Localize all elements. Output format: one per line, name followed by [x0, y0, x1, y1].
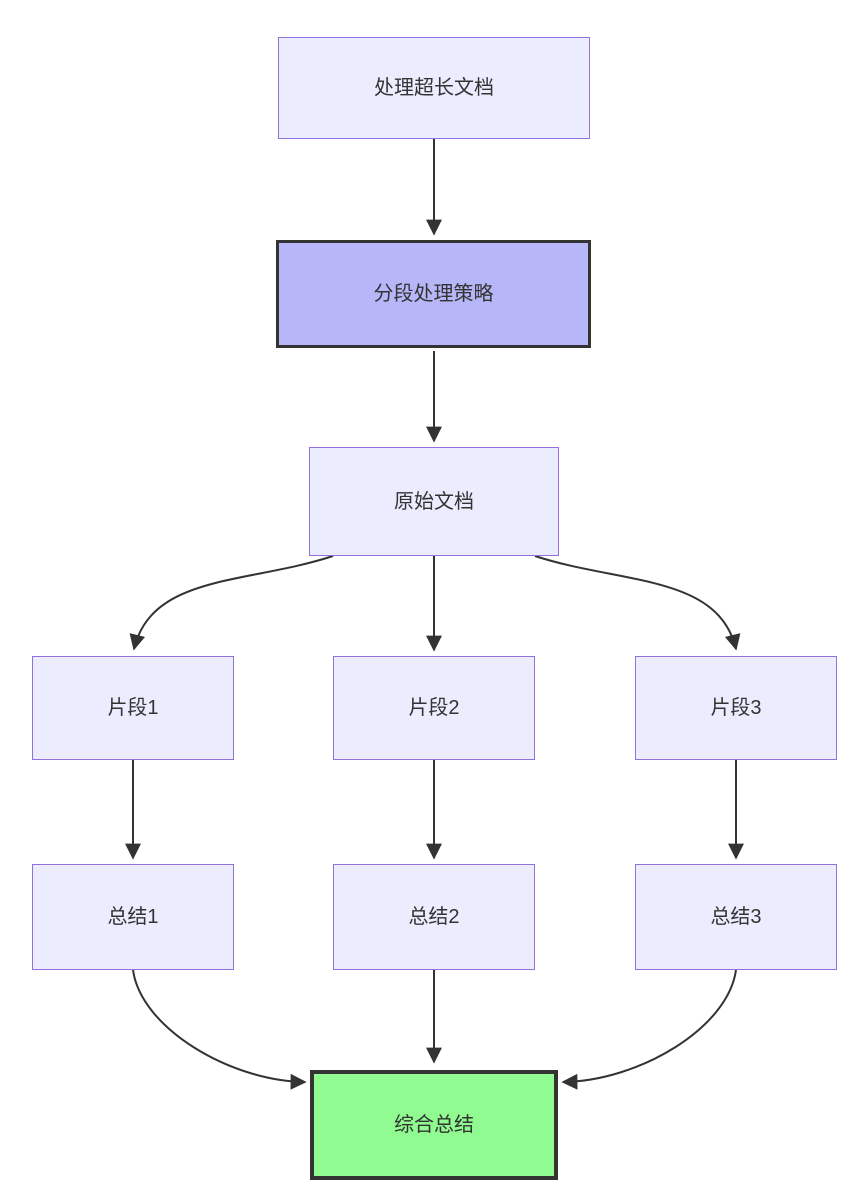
- node-label: 处理超长文档: [374, 77, 494, 99]
- node-combined-summary: 综合总结: [310, 1070, 558, 1180]
- edge-e3-f: [561, 969, 737, 1090]
- edge-c-d1: [129, 555, 334, 651]
- node-label: 原始文档: [394, 490, 474, 513]
- node-segment-2: 片段2: [333, 656, 535, 760]
- node-label: 综合总结: [394, 1114, 474, 1136]
- node-label: 总结2: [408, 906, 460, 928]
- node-label: 片段3: [710, 697, 762, 719]
- node-summary-1: 总结1: [32, 864, 234, 970]
- node-summary-2: 总结2: [333, 864, 535, 970]
- node-label: 片段2: [408, 697, 460, 719]
- node-label: 片段1: [107, 697, 159, 719]
- edge-c-d3: [534, 555, 741, 651]
- node-label: 总结3: [710, 906, 762, 928]
- node-segment-1: 片段1: [32, 656, 234, 760]
- node-segment-3: 片段3: [635, 656, 837, 760]
- node-process-long-document: 处理超长文档: [278, 37, 590, 139]
- node-label: 分段处理策略: [373, 283, 494, 305]
- node-label: 总结1: [107, 906, 159, 928]
- edge-e1-f: [132, 969, 307, 1090]
- node-summary-3: 总结3: [635, 864, 837, 970]
- node-segmentation-strategy: 分段处理策略: [276, 240, 591, 348]
- node-original-document: 原始文档: [309, 447, 559, 556]
